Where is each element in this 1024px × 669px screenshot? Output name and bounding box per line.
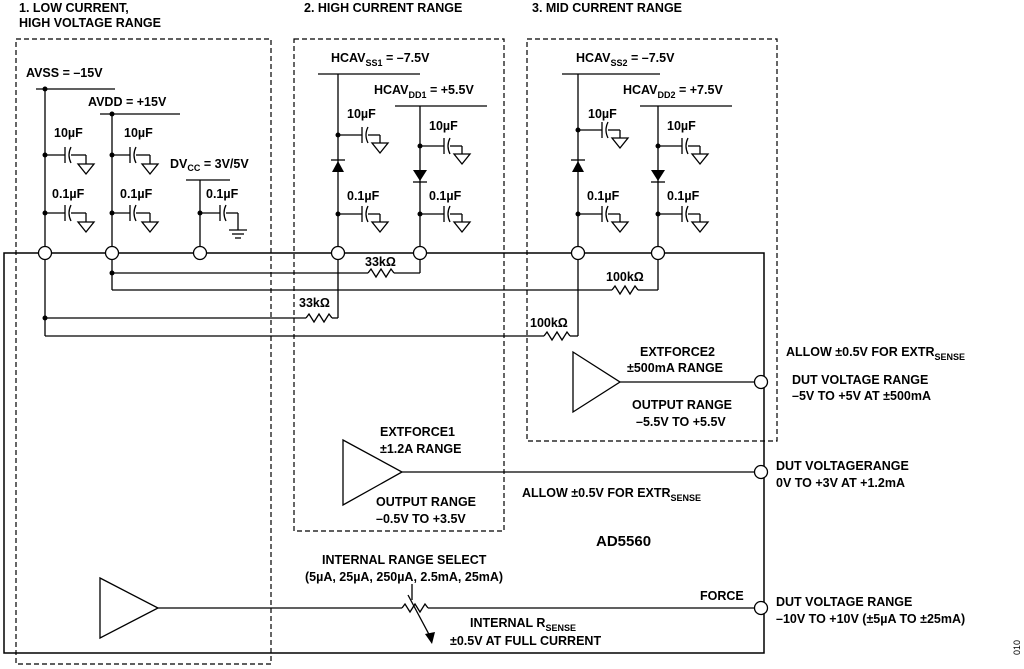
diode-hcavss1 bbox=[331, 159, 345, 172]
force-amplifier bbox=[99, 576, 160, 640]
avss-label: AVSS = –15V bbox=[26, 66, 103, 80]
svg-text:0.1µF: 0.1µF bbox=[347, 189, 380, 203]
section-box-mid-current bbox=[526, 38, 778, 442]
pin-avdd bbox=[104, 245, 120, 261]
hcavss2-label: HCAVSS2 = –7.5V bbox=[576, 51, 675, 68]
avdd-label: AVDD = +15V bbox=[88, 95, 167, 109]
force-label: FORCE bbox=[700, 589, 744, 603]
internal-rsense: INTERNAL RSENSE bbox=[470, 616, 576, 633]
extforce2-amplifier bbox=[572, 350, 622, 414]
pin-extforce2 bbox=[753, 374, 769, 390]
r100k-label-a: 100kΩ bbox=[606, 270, 644, 284]
pin-hcavdd2 bbox=[650, 245, 666, 261]
cap-01u-hcavdd1: 0.1µF bbox=[417, 189, 472, 234]
internal-range-values: (5µA, 25µA, 250µA, 2.5mA, 25mA) bbox=[305, 570, 503, 584]
extforce2-name: EXTFORCE2 bbox=[640, 345, 715, 359]
hcavdd1-label: HCAVDD1 = +5.5V bbox=[374, 83, 474, 100]
svg-text:10µF: 10µF bbox=[588, 107, 617, 121]
extforce2-allow: ALLOW ±0.5V FOR EXTRSENSE bbox=[786, 345, 965, 362]
extforce2-output-values: –5.5V TO +5.5V bbox=[636, 415, 726, 429]
svg-text:0.1µF: 0.1µF bbox=[429, 189, 462, 203]
extforce1-name: EXTFORCE1 bbox=[380, 425, 455, 439]
svg-text:0.1µF: 0.1µF bbox=[206, 187, 239, 201]
section-title-high-current: 2. HIGH CURRENT RANGE bbox=[304, 1, 462, 15]
extforce1-output-range: OUTPUT RANGE bbox=[376, 495, 476, 509]
extforce1-dut-range: DUT VOLTAGERANGE bbox=[776, 459, 909, 473]
extforce2-output-range: OUTPUT RANGE bbox=[632, 398, 732, 412]
rsense-adjust-arrow bbox=[407, 594, 433, 641]
r100k-label-b: 100kΩ bbox=[530, 316, 568, 330]
svg-text:10µF: 10µF bbox=[347, 107, 376, 121]
extforce1-amplifier bbox=[342, 438, 404, 507]
pin-avss bbox=[37, 245, 53, 261]
cap-01u-hcavdd2: 0.1µF bbox=[655, 189, 710, 234]
pin-hcavss1 bbox=[330, 245, 346, 261]
extforce1-dut-values: 0V TO +3V AT +1.2mA bbox=[776, 476, 905, 490]
extforce1-range: ±1.2A RANGE bbox=[380, 442, 461, 456]
pin-force bbox=[753, 600, 769, 616]
cap-10u-hcavss2: 10µF bbox=[575, 107, 630, 150]
pin-extforce1 bbox=[753, 464, 769, 480]
chip-outline bbox=[3, 252, 765, 654]
section-title-low-current: 1. LOW CURRENT, bbox=[19, 1, 129, 15]
cap-10u-avdd: 10µF bbox=[109, 126, 160, 176]
svg-text:10µF: 10µF bbox=[429, 119, 458, 133]
svg-text:10µF: 10µF bbox=[54, 126, 83, 140]
svg-text:0.1µF: 0.1µF bbox=[120, 187, 153, 201]
section-title-low-current-2: HIGH VOLTAGE RANGE bbox=[19, 16, 161, 30]
cap-10u-hcavdd2: 10µF bbox=[655, 119, 710, 166]
r33k-label-a: 33kΩ bbox=[365, 255, 396, 269]
cap-01u-dvcc: 0.1µF bbox=[197, 187, 247, 239]
force-dut-values: –10V TO +10V (±5µA TO ±25mA) bbox=[776, 612, 965, 626]
extforce2-dut-values: –5V TO +5V AT ±500mA bbox=[792, 389, 931, 403]
extforce2-dut-range: DUT VOLTAGE RANGE bbox=[792, 373, 928, 387]
svg-text:0.1µF: 0.1µF bbox=[587, 189, 620, 203]
diode-hcavdd2 bbox=[651, 170, 665, 183]
pin-hcavss2 bbox=[570, 245, 586, 261]
r33k-label-b: 33kΩ bbox=[299, 296, 330, 310]
cap-01u-hcavss1: 0.1µF bbox=[335, 189, 390, 234]
cap-10u-hcavdd1: 10µF bbox=[417, 119, 472, 166]
internal-range-select: INTERNAL RANGE SELECT bbox=[322, 553, 487, 567]
svg-text:0.1µF: 0.1µF bbox=[667, 189, 700, 203]
cap-01u-hcavss2: 0.1µF bbox=[575, 189, 630, 234]
svg-text:10µF: 10µF bbox=[124, 126, 153, 140]
cap-10u-hcavss1: 10µF bbox=[335, 107, 390, 155]
internal-rsense-note: ±0.5V AT FULL CURRENT bbox=[450, 634, 601, 648]
dvcc-label: DVCC = 3V/5V bbox=[170, 157, 249, 173]
section-title-mid-current: 3. MID CURRENT RANGE bbox=[532, 1, 682, 15]
extforce1-output-values: –0.5V TO +3.5V bbox=[376, 512, 466, 526]
force-dut-range: DUT VOLTAGE RANGE bbox=[776, 595, 912, 609]
extforce2-range: ±500mA RANGE bbox=[627, 361, 723, 375]
diode-hcavdd1 bbox=[413, 170, 427, 183]
chip-name: AD5560 bbox=[596, 533, 651, 550]
figure-code: 010 bbox=[1012, 640, 1022, 655]
section-box-high-current bbox=[293, 38, 505, 532]
pin-dvcc bbox=[192, 245, 208, 261]
diode-hcavss2 bbox=[571, 159, 585, 172]
extforce1-allow: ALLOW ±0.5V FOR EXTRSENSE bbox=[522, 486, 701, 503]
pin-hcavdd1 bbox=[412, 245, 428, 261]
svg-text:0.1µF: 0.1µF bbox=[52, 187, 85, 201]
cap-01u-avdd: 0.1µF bbox=[109, 187, 160, 234]
hcavdd2-label: HCAVDD2 = +7.5V bbox=[623, 83, 723, 100]
cap-01u-avss: 0.1µF bbox=[42, 187, 96, 234]
svg-text:10µF: 10µF bbox=[667, 119, 696, 133]
cap-10u-avss: 10µF bbox=[42, 126, 96, 176]
hcavss1-label: HCAVSS1 = –7.5V bbox=[331, 51, 430, 68]
